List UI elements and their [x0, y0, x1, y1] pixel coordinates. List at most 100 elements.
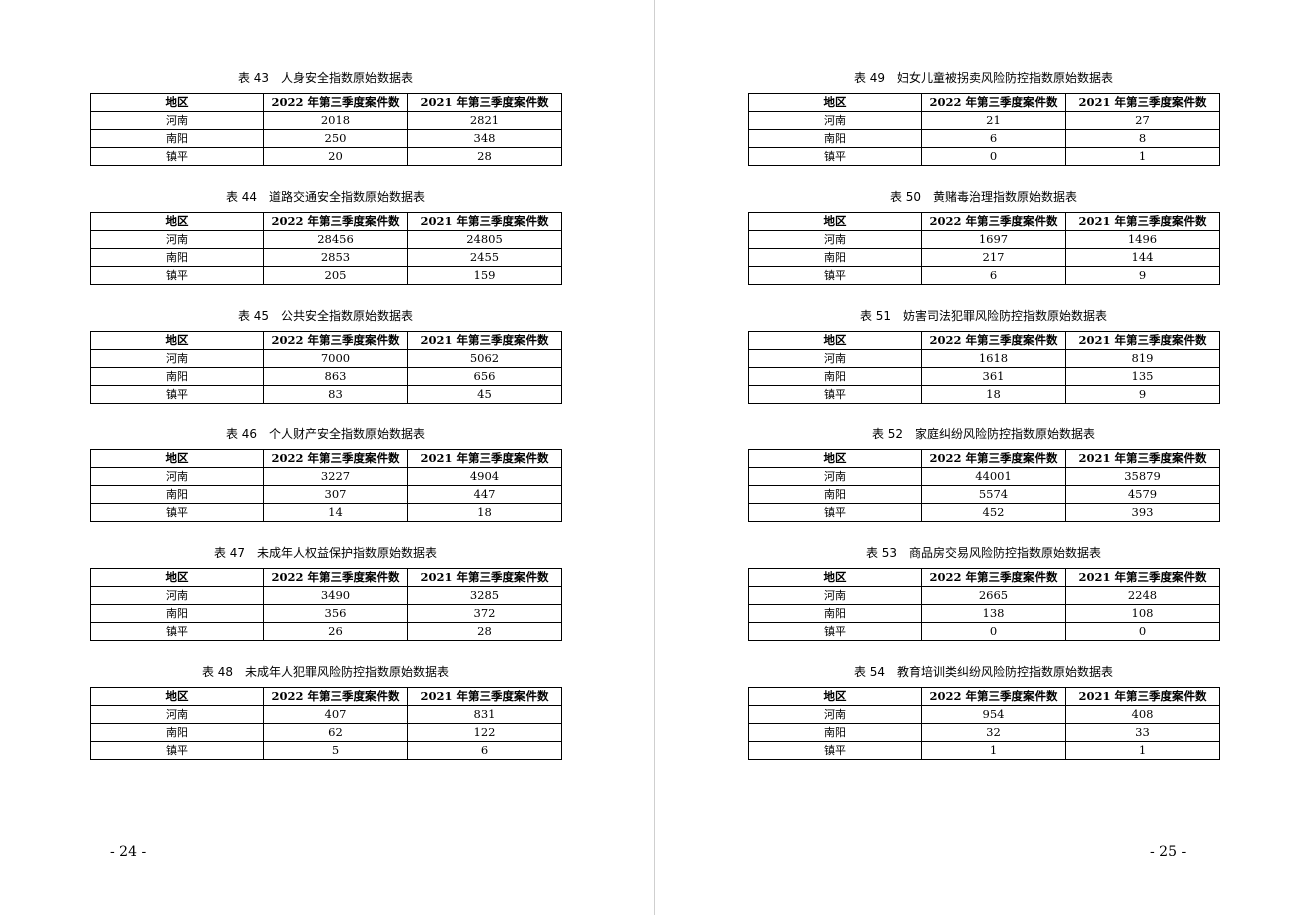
region-cell: 镇平 [748, 503, 922, 523]
column-header-region: 地区 [748, 211, 922, 231]
value-2021-cell: 372 [407, 604, 562, 624]
value-2021-cell: 348 [407, 129, 562, 148]
value-2021-cell: 656 [407, 366, 562, 386]
value-2021-cell: 9 [1065, 384, 1220, 404]
region-cell: 河南 [748, 348, 922, 368]
value-2022-cell: 6 [921, 265, 1066, 285]
value-2022-cell: 863 [263, 366, 408, 386]
region-cell: 南阳 [90, 723, 264, 742]
value-2021-cell: 24805 [407, 229, 562, 249]
region-cell: 镇平 [90, 622, 264, 642]
column-header-2021: 2021 年第三季度案件数 [407, 449, 562, 469]
table-title: 未成年人犯罪风险防控指数原始数据表 [245, 665, 450, 679]
column-header-region: 地区 [90, 330, 264, 350]
value-2021-cell: 4904 [407, 467, 562, 487]
value-2022-cell: 452 [921, 503, 1066, 523]
column-header-2022: 2022 年第三季度案件数 [921, 687, 1066, 706]
column-header-2021: 2021 年第三季度案件数 [1065, 568, 1220, 588]
column-header-2021: 2021 年第三季度案件数 [1065, 93, 1220, 112]
region-cell: 镇平 [748, 622, 922, 642]
value-2021-cell: 2821 [407, 111, 562, 130]
region-cell: 南阳 [90, 485, 264, 505]
value-2021-cell: 108 [1065, 604, 1220, 624]
value-2021-cell: 135 [1065, 366, 1220, 386]
value-2022-cell: 26 [263, 622, 408, 642]
value-2021-cell: 144 [1065, 247, 1220, 267]
region-cell: 河南 [90, 467, 264, 487]
table-title: 教育培训类纠纷风险防控指数原始数据表 [897, 665, 1114, 679]
value-2021-cell: 18 [407, 503, 562, 523]
table-number: 表 52 [871, 427, 904, 442]
column-header-2021: 2021 年第三季度案件数 [1065, 687, 1220, 706]
value-2022-cell: 18 [921, 384, 1066, 404]
value-2021-cell: 393 [1065, 503, 1220, 523]
column-header-region: 地区 [748, 687, 922, 706]
value-2021-cell: 4579 [1065, 485, 1220, 505]
value-2022-cell: 44001 [921, 467, 1066, 487]
region-cell: 南阳 [748, 129, 922, 148]
table-caption: 表 44 道路交通安全指数原始数据表 [90, 188, 561, 206]
column-header-2021: 2021 年第三季度案件数 [407, 93, 562, 112]
region-cell: 河南 [748, 229, 922, 249]
region-cell: 镇平 [90, 741, 264, 760]
column-header-2022: 2022 年第三季度案件数 [263, 568, 408, 588]
value-2022-cell: 361 [921, 366, 1066, 386]
region-cell: 镇平 [90, 265, 264, 285]
value-2022-cell: 205 [263, 265, 408, 285]
value-2022-cell: 356 [263, 604, 408, 624]
column-header-region: 地区 [90, 93, 264, 112]
column-header-2022: 2022 年第三季度案件数 [263, 93, 408, 112]
column-header-2021: 2021 年第三季度案件数 [1065, 211, 1220, 231]
region-cell: 镇平 [748, 147, 922, 166]
region-cell: 镇平 [748, 741, 922, 760]
value-2022-cell: 5574 [921, 485, 1066, 505]
value-2022-cell: 21 [921, 111, 1066, 130]
value-2021-cell: 35879 [1065, 467, 1220, 487]
region-cell: 河南 [748, 705, 922, 724]
value-2021-cell: 1 [1065, 741, 1220, 760]
column-header-region: 地区 [90, 687, 264, 706]
table-number: 表 44 [225, 189, 258, 204]
column-header-2021: 2021 年第三季度案件数 [407, 687, 562, 706]
region-cell: 镇平 [90, 384, 264, 404]
column-header-2022: 2022 年第三季度案件数 [263, 330, 408, 350]
table-title: 道路交通安全指数原始数据表 [269, 189, 426, 204]
region-cell: 南阳 [90, 604, 264, 624]
column-header-2022: 2022 年第三季度案件数 [263, 211, 408, 231]
value-2021-cell: 122 [407, 723, 562, 742]
value-2021-cell: 1496 [1065, 229, 1220, 249]
value-2022-cell: 2853 [263, 247, 408, 267]
region-cell: 南阳 [90, 129, 264, 148]
